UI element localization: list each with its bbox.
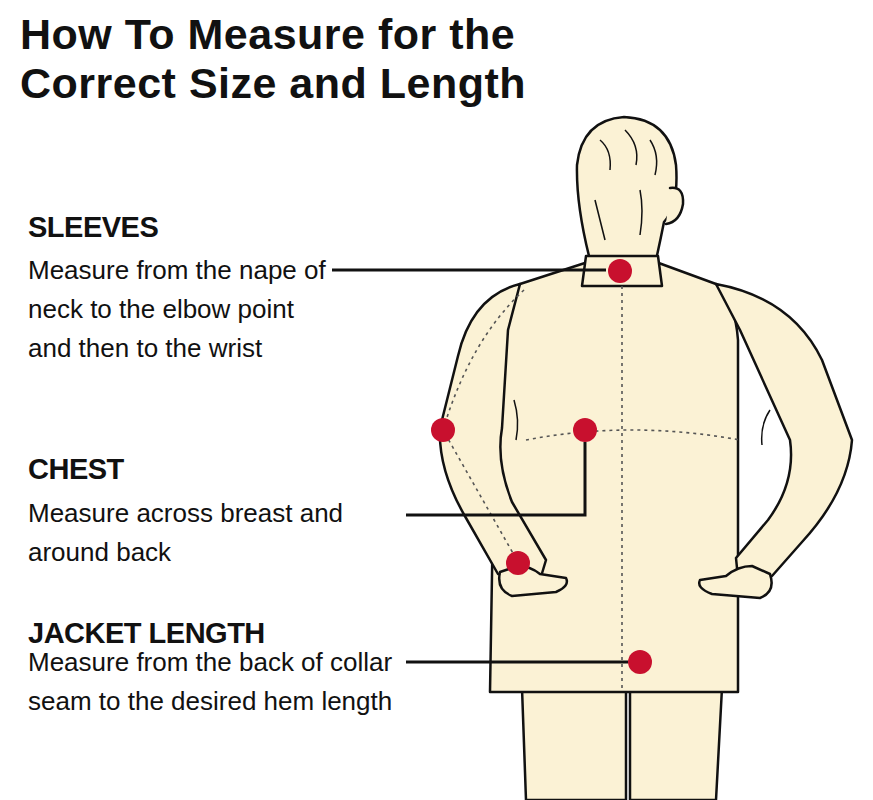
leader-line <box>332 269 606 272</box>
leader-line <box>406 661 628 664</box>
measure-point <box>608 259 632 283</box>
center-back-line <box>621 286 623 690</box>
right-sleeve <box>716 284 852 578</box>
trouser-leg <box>630 688 722 800</box>
measure-point <box>431 418 455 442</box>
leader-line <box>406 442 585 515</box>
hair-lines <box>514 130 770 445</box>
head <box>577 117 677 260</box>
section-heading: SLEEVES <box>28 210 158 244</box>
chest-line <box>526 430 740 440</box>
sleeve-line <box>443 290 524 562</box>
measure-point <box>506 551 530 575</box>
measure-point <box>573 418 597 442</box>
measure-point <box>628 650 652 674</box>
section-heading: CHEST <box>28 452 124 486</box>
instruction-text: Measure across breast and around back <box>28 494 398 572</box>
ear <box>666 188 683 224</box>
right-hand <box>699 566 771 598</box>
jacket-body <box>490 262 738 692</box>
trouser-leg <box>522 688 626 800</box>
instruction-text: Measure from the nape of neck to the elb… <box>28 251 328 368</box>
instruction-text: Measure from the back of collar seam to … <box>28 643 398 721</box>
title: How To Measure for the Correct Size and … <box>20 10 660 108</box>
section-heading: JACKET LENGTH <box>28 616 265 650</box>
left-sleeve <box>440 284 546 580</box>
